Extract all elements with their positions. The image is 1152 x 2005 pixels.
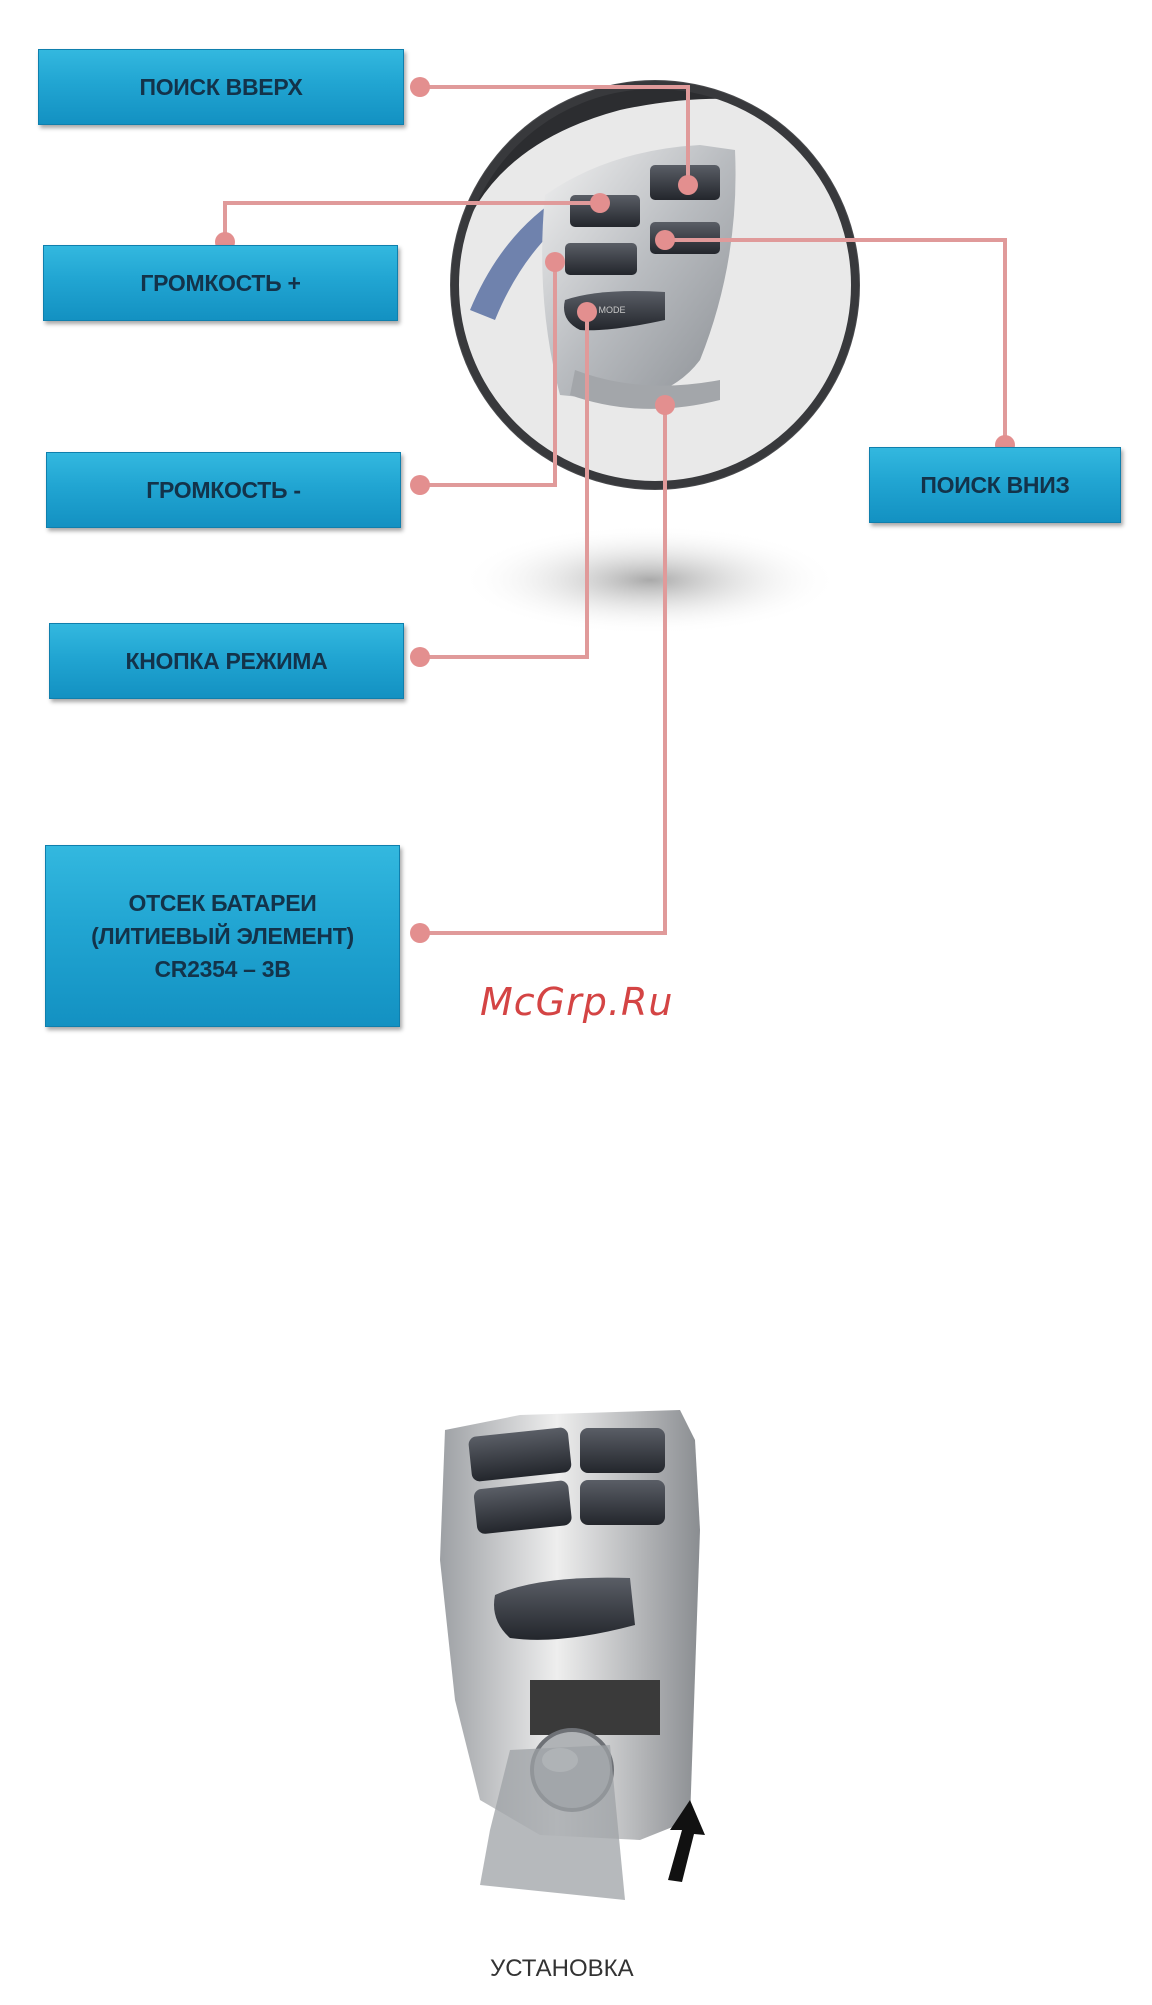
label-seek-up: ПОИСК ВВЕРХ [38,49,404,125]
battery-label-line1: ОТСЕК БАТАРЕИ [129,887,317,920]
battery-label-line2: (ЛИТИЕВЫЙ ЭЛЕМЕНТ) [91,920,354,953]
watermark-text: McGrp.Ru [480,980,673,1024]
wheel-shadow [460,525,840,635]
label-volume-up: ГРОМКОСТЬ + [43,245,398,321]
steering-wheel-control-photo: MODE [450,80,860,490]
label-battery-compartment: ОТСЕК БАТАРЕИ (ЛИТИЕВЫЙ ЭЛЕМЕНТ) CR2354 … [45,845,400,1027]
battery-label-line3: CR2354 – 3В [154,953,290,986]
volume-down-key [565,243,637,275]
label-seek-down: ПОИСК ВНИЗ [869,447,1121,523]
mode-key-label: MODE [599,305,626,315]
label-volume-down: ГРОМКОСТЬ - [46,452,401,528]
label-mode-button: КНОПКА РЕЖИМА [49,623,404,699]
figure-caption: УСТАНОВКА [490,1955,634,1983]
battery-installation-photo [440,1410,705,1900]
